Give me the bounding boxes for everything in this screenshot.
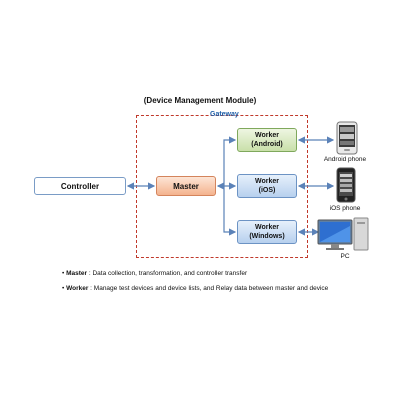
worker-ios-platform: (iOS) <box>258 187 276 194</box>
worker-android-title: Worker <box>255 132 279 139</box>
note-term-worker: Worker <box>66 285 89 292</box>
ios-phone-label: iOS phone <box>329 205 361 212</box>
worker-ios-title: Worker <box>255 178 279 185</box>
master-node: Master <box>156 176 216 196</box>
master-label: Master <box>173 181 199 191</box>
worker-ios-node: Worker (iOS) <box>237 174 297 198</box>
note-text-master: : Data collection, transformation, and c… <box>87 270 248 277</box>
pc-label: PC <box>340 253 350 260</box>
worker-windows-title: Worker <box>254 224 279 231</box>
controller-label: Controller <box>60 181 100 191</box>
worker-android-platform: (Android) <box>251 141 283 148</box>
worker-android-node: Worker (Android) <box>237 128 297 152</box>
note-bullet: • <box>62 285 65 292</box>
note-master: • Master : Data collection, transformati… <box>62 266 328 281</box>
worker-windows-node: Worker (Windows) <box>237 220 297 244</box>
android-phone-icon <box>336 121 358 155</box>
note-worker: • Worker : Manage test devices and devic… <box>62 281 328 296</box>
ios-phone-icon <box>336 167 356 203</box>
diagram-title: (Device Management Module) <box>143 96 257 105</box>
note-text-worker: : Manage test devices and device lists, … <box>88 285 329 292</box>
notes-list: • Master : Data collection, transformati… <box>62 266 328 296</box>
android-phone-label: Android phone <box>323 156 367 163</box>
pc-icon <box>317 217 369 251</box>
master-android-arrow <box>216 136 237 190</box>
master-windows-arrow <box>223 186 237 236</box>
note-bullet: • <box>62 270 65 277</box>
controller-node: Controller <box>34 177 126 195</box>
worker-windows-platform: (Windows) <box>249 233 285 240</box>
gateway-label: Gateway <box>210 111 239 118</box>
note-term-master: Master <box>66 270 88 277</box>
